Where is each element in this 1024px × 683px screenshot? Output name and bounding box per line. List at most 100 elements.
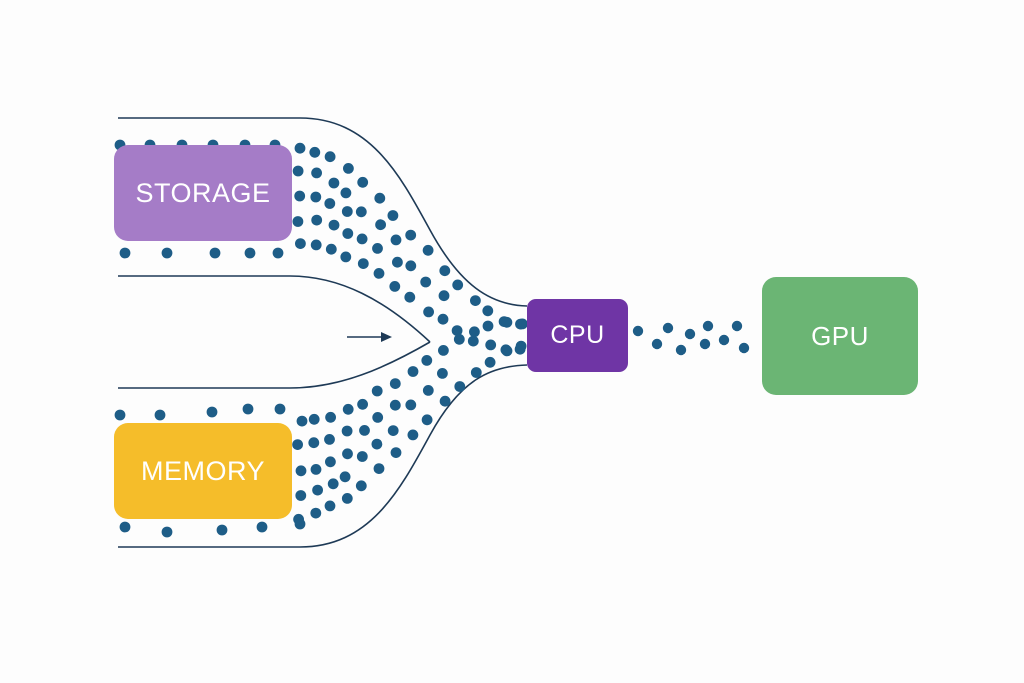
data-particle <box>484 356 496 368</box>
data-particle <box>256 521 268 533</box>
data-particle <box>341 206 353 217</box>
storage-node: STORAGE <box>114 145 292 241</box>
data-particle <box>373 268 385 279</box>
data-particle <box>515 340 527 352</box>
data-particle <box>312 484 323 496</box>
data-particle <box>405 229 417 241</box>
data-particle <box>308 413 320 425</box>
data-particle <box>421 355 433 366</box>
data-particle <box>242 403 254 415</box>
data-particle <box>699 338 711 350</box>
data-particle <box>295 490 307 501</box>
data-particle <box>357 258 369 269</box>
data-particle <box>324 151 336 163</box>
data-particle <box>684 328 696 340</box>
data-particle <box>407 366 419 377</box>
data-particle <box>355 480 367 492</box>
data-particle <box>325 243 337 255</box>
data-particle <box>371 438 383 450</box>
pipe-bottom-outer-line <box>118 364 528 548</box>
pipe-outlines <box>118 117 528 548</box>
data-particle <box>422 385 434 396</box>
data-particle <box>373 463 385 474</box>
data-particle <box>437 368 448 379</box>
pipe-top-outer-line <box>118 117 528 307</box>
data-particle <box>485 339 497 351</box>
data-particle <box>420 276 432 288</box>
data-particle <box>216 524 228 536</box>
pipe-top-inner-line <box>118 275 431 343</box>
data-particle <box>451 325 463 336</box>
data-particle <box>437 313 449 325</box>
storage-label: STORAGE <box>135 177 271 208</box>
data-particle <box>470 367 482 378</box>
data-particle <box>310 191 322 203</box>
data-particle <box>342 403 354 415</box>
cpu-label: CPU <box>550 321 605 349</box>
flow-arrow-head-icon <box>381 332 392 342</box>
data-particle <box>161 247 173 259</box>
data-particle <box>632 325 644 337</box>
data-particle <box>328 219 340 231</box>
data-particle <box>389 281 401 292</box>
data-particle <box>355 206 367 218</box>
data-particle <box>389 399 401 411</box>
pipe-bottom-inner-line <box>118 341 431 389</box>
data-particle <box>675 344 687 356</box>
data-particle <box>154 409 166 421</box>
memory-label: MEMORY <box>140 455 265 486</box>
data-particle <box>501 345 513 357</box>
data-particle <box>295 238 306 250</box>
data-particle <box>390 447 402 458</box>
data-particle <box>515 318 526 330</box>
data-particle <box>327 478 339 490</box>
data-particle <box>359 425 370 436</box>
data-particle <box>387 210 399 221</box>
gpu-node: GPU <box>762 277 918 395</box>
data-particle <box>390 234 402 246</box>
data-particle <box>357 398 368 410</box>
data-particle <box>310 507 322 519</box>
data-particle <box>339 471 351 483</box>
data-particle <box>389 378 401 389</box>
data-particle <box>467 335 479 347</box>
data-particle <box>309 146 321 158</box>
data-particle <box>292 216 304 227</box>
data-particle <box>482 320 494 332</box>
data-particle <box>324 434 335 445</box>
data-particle <box>439 395 451 407</box>
data-particle <box>392 256 403 268</box>
data-particle <box>114 409 126 421</box>
data-particle <box>356 233 368 245</box>
data-particle <box>308 437 320 449</box>
data-particle <box>119 521 131 533</box>
data-particle <box>731 320 743 332</box>
flow-arrow <box>347 332 392 342</box>
data-particle <box>310 464 322 475</box>
data-particle <box>374 192 386 204</box>
data-particle <box>662 322 674 334</box>
data-particle <box>453 333 465 345</box>
data-particle <box>387 425 399 436</box>
data-particle <box>501 316 513 328</box>
data-particle <box>356 451 368 462</box>
data-particle <box>372 243 383 254</box>
data-particle <box>405 399 417 411</box>
data-particle <box>294 190 306 202</box>
data-particle <box>311 214 323 226</box>
data-particle <box>119 247 131 259</box>
data-particle <box>341 493 353 504</box>
data-particle <box>404 291 416 303</box>
data-particle <box>292 165 304 177</box>
data-particle <box>244 247 256 259</box>
data-particle <box>452 279 464 291</box>
cpu-node: CPU <box>527 299 628 372</box>
data-particle <box>292 439 303 450</box>
data-particle <box>482 305 494 317</box>
data-particle <box>310 239 322 251</box>
data-particle <box>209 247 221 259</box>
data-particle <box>738 342 750 354</box>
data-particle <box>469 326 480 338</box>
data-particle <box>342 448 353 460</box>
data-particle <box>341 425 353 437</box>
